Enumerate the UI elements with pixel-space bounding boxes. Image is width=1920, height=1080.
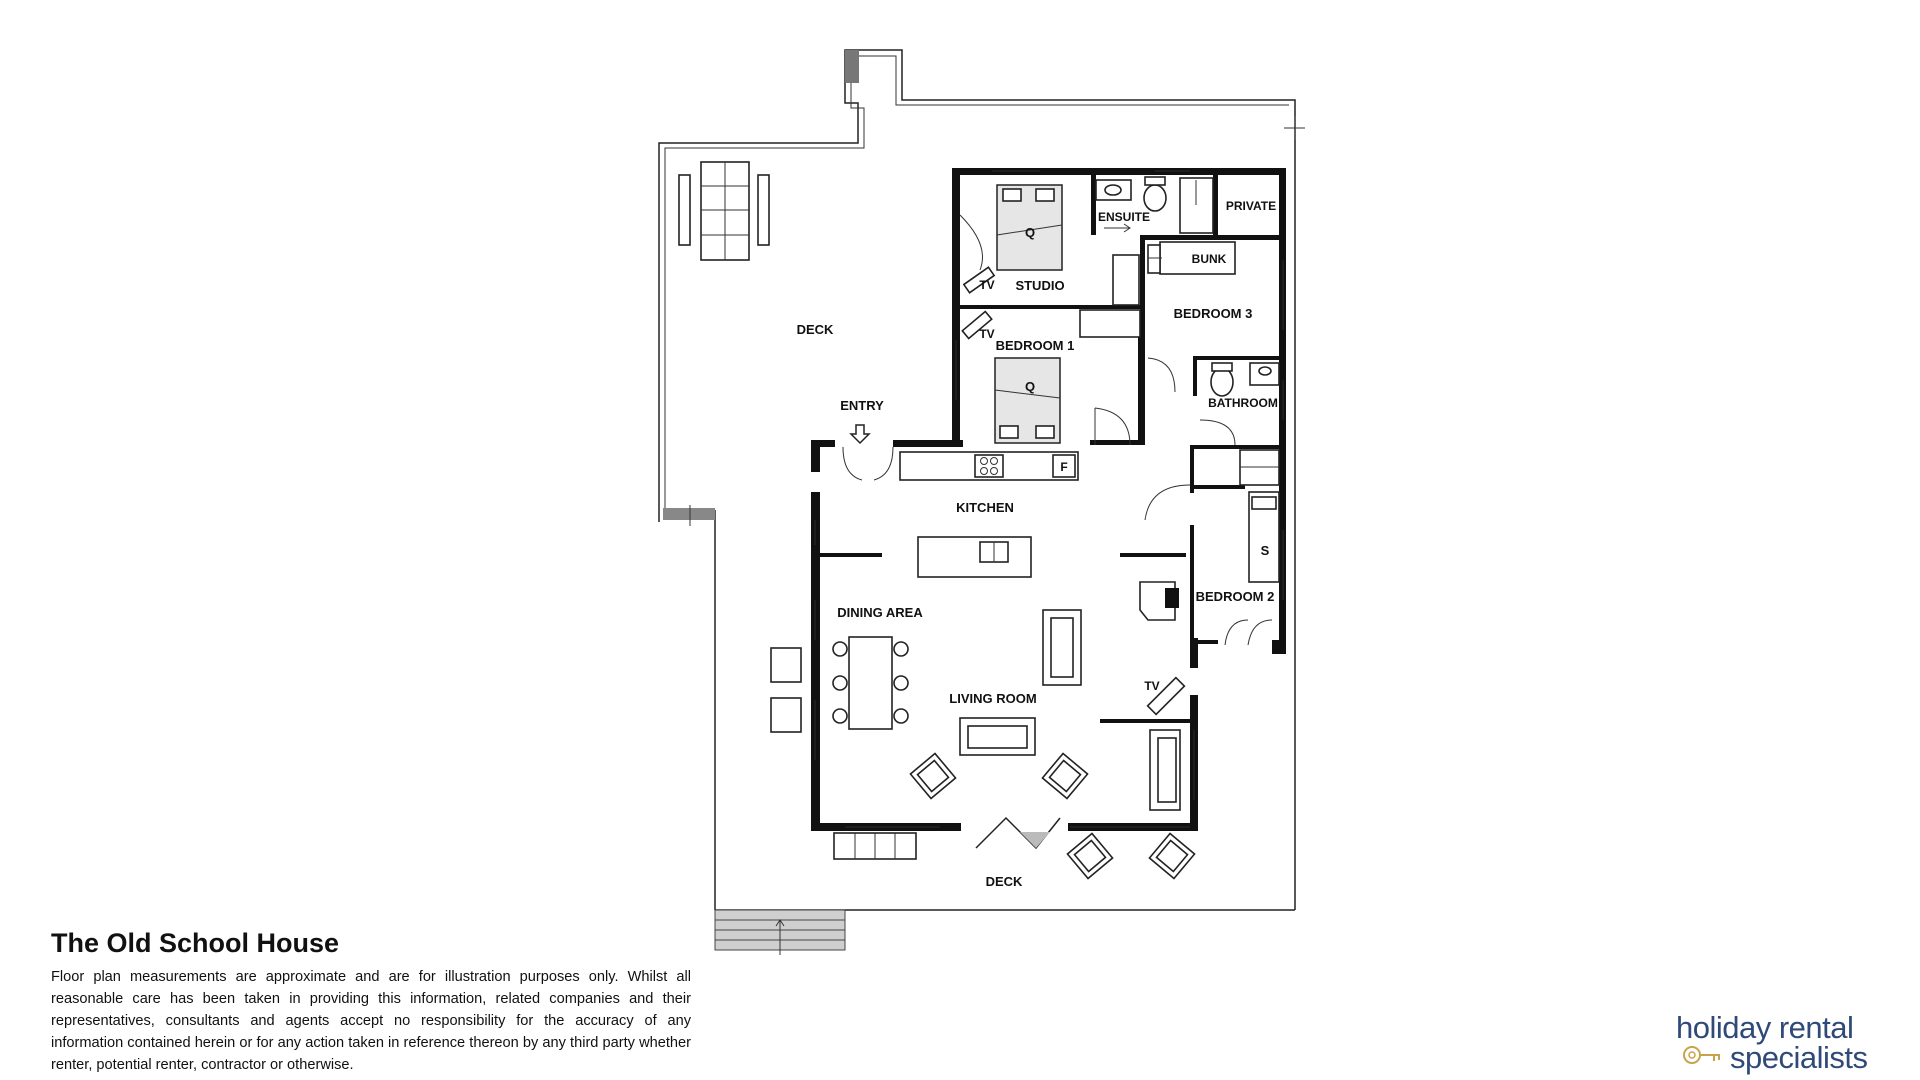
- disclaimer-text: Floor plan measurements are approximate …: [51, 969, 691, 1073]
- brand-logo: holiday rental specialists: [1672, 1010, 1882, 1075]
- deck-steps: [689, 505, 846, 955]
- label-fridge: F: [1060, 460, 1067, 474]
- logo-line-1: holiday rental: [1676, 1010, 1854, 1045]
- label-bunk: BUNK: [1192, 252, 1227, 266]
- bedroom-1: [961, 309, 1141, 446]
- label-bed-studio: Q: [1025, 225, 1035, 240]
- dining-table: [770, 636, 909, 733]
- label-bed-bedroom1: Q: [1025, 379, 1035, 394]
- label-entry: ENTRY: [840, 398, 884, 413]
- label-dining: DINING AREA: [837, 605, 923, 620]
- entry-arrow-icon: [849, 424, 871, 445]
- page-title: The Old School House: [51, 928, 340, 958]
- windows: [814, 170, 1284, 828]
- studio: [959, 184, 1140, 306]
- logo-line-2: specialists: [1730, 1040, 1868, 1075]
- label-kitchen: KITCHEN: [956, 500, 1014, 515]
- label-deck-bottom: DECK: [986, 874, 1023, 889]
- label-tv-living: TV: [1144, 679, 1159, 693]
- room-labels: DECK ENTRY STUDIO ENSUITE PRIVATE BUNK B…: [797, 199, 1278, 889]
- kitchen: [842, 446, 1079, 578]
- ensuite: [1095, 176, 1214, 234]
- living-furniture: [909, 609, 1186, 811]
- bedroom-2: [1139, 484, 1280, 646]
- label-living: LIVING ROOM: [949, 691, 1036, 706]
- key-icon: [1683, 1046, 1720, 1064]
- label-tv-bedroom1: TV: [979, 327, 994, 341]
- label-bedroom-1: BEDROOM 1: [996, 338, 1075, 353]
- label-bed-bedroom2: S: [1261, 543, 1270, 558]
- label-studio: STUDIO: [1015, 278, 1064, 293]
- bunk: [1147, 241, 1236, 275]
- label-private: PRIVATE: [1226, 199, 1276, 213]
- outdoor-table: [678, 161, 770, 261]
- bathroom: [1147, 357, 1280, 486]
- label-deck-top: DECK: [797, 322, 834, 337]
- label-bedroom-2: BEDROOM 2: [1196, 589, 1275, 604]
- deck-furniture: [833, 816, 1196, 880]
- label-bedroom-3: BEDROOM 3: [1174, 306, 1253, 321]
- label-bathroom: BATHROOM: [1208, 396, 1278, 410]
- label-ensuite: ENSUITE: [1098, 210, 1150, 224]
- label-tv-studio: TV: [979, 278, 994, 292]
